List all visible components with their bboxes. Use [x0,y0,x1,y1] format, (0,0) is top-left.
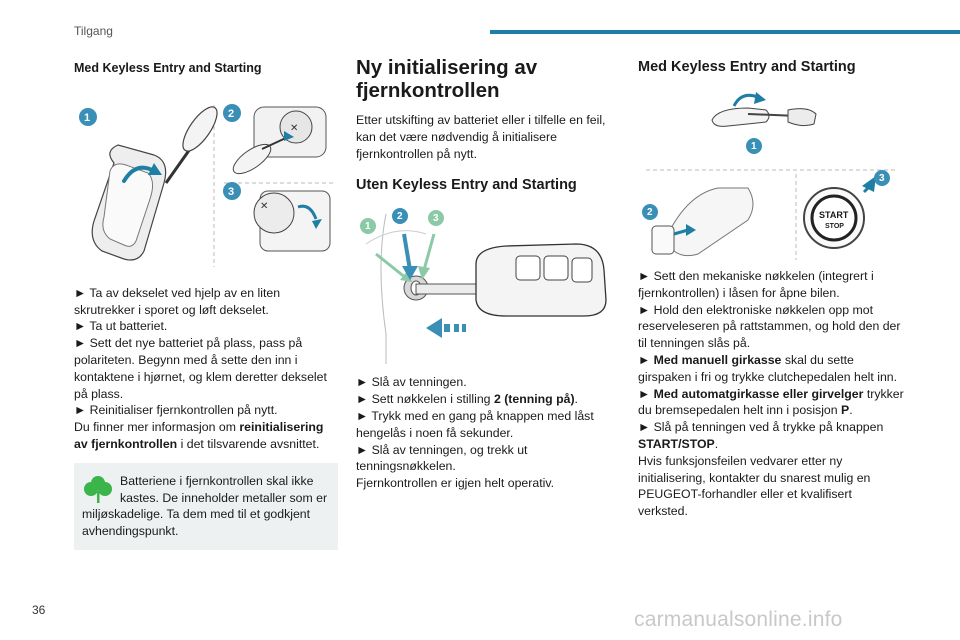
badge-2: 2 [228,107,235,120]
ignition-key-illustration [360,208,607,365]
step-line: ► Sett det nye batteriet på plass, pass … [74,336,303,351]
keyless-illustration [642,92,898,260]
watermark: carmanualsonline.info [634,608,843,631]
step-line: skrutrekker i sporet og løft dekselet. [74,302,269,317]
start-button-label: START [819,210,849,220]
keyless-figure: 1 2 3 START STOP [638,84,904,262]
section-label: Tilgang [74,24,113,38]
svg-text:✕: ✕ [290,123,298,134]
step-1: ► Sett den mekaniske nøkkelen (integrert… [638,269,874,300]
eco-notice-text: Batteriene i fjernkontrollen skal ikke k… [82,473,328,539]
step-line: polariteten. Begynn med å sette den inn … [74,352,298,367]
header-accent-bar [490,30,960,34]
closing-text: Hvis funksjonsfeilen vedvarer etter ny i… [638,453,871,519]
step-3: ► Med manuell girkasse skal du sette gir… [638,352,898,384]
reinit-link: reinitialisering av fjernkontrollen [74,420,324,451]
page-number: 36 [32,603,46,617]
step-2: ► Hold den elektroniske nøkkelen opp mot… [638,302,901,351]
badge-2: 2 [397,211,403,223]
step-line: ► Ta ut batteriet. [74,319,168,334]
remote-battery-illustration: ✕ ✕ [79,103,334,267]
section-heading: Med Keyless Entry and Starting [638,59,856,75]
column-reinitialisation: Ny initialisering av fjernkontrollen Ett… [356,56,620,492]
step-2: ► Sett nøkkelen i stilling 2 (tenning på… [356,392,578,407]
badge-3: 3 [228,185,235,198]
badge-3: 3 [879,173,885,184]
closing-text: Fjernkontrollen er igjen helt operativ. [356,476,554,491]
column-keyless-reinit: Med Keyless Entry and Starting 1 [638,56,904,520]
svg-text:✕: ✕ [260,201,268,212]
badge-1: 1 [751,141,757,152]
step-line: ► Ta av dekselet ved hjelp av en liten [74,285,281,300]
section-heading: Med Keyless Entry and Starting [74,61,262,75]
step-line: på plass. [74,386,124,401]
step-5: ► Slå på tenningen ved å trykke på knapp… [638,420,884,451]
badge-2: 2 [647,207,653,218]
battery-replacement-figure: ✕ ✕ 1 2 3 [74,91,338,271]
badge-1: 1 [84,111,91,124]
eco-notice-box: Batteriene i fjernkontrollen skal ikke k… [74,462,338,550]
subheading-no-keyless: Uten Keyless Entry and Starting [356,177,577,194]
stop-button-label: STOP [825,223,844,230]
eco-leaf-icon [84,475,112,503]
ignition-key-figure: 1 2 3 [356,204,612,365]
battery-steps: ► Ta av dekselet ved hjelp av en liten s… [74,285,338,453]
page-title: Ny initialisering av fjernkontrollen [356,56,538,102]
step-4: ► Slå av tenningen, og trekk ut tennings… [356,442,528,474]
badge-1: 1 [365,221,371,233]
intro-text: Etter utskifting av batteriet eller i ti… [356,113,606,161]
step-4: ► Med automatgirkasse eller girvelger tr… [638,386,904,418]
step-3: ► Trykk med en gang på knappen med låst … [356,408,594,440]
reinit-steps: ► Slå av tenningen. ► Sett nøkkelen i st… [356,374,620,492]
badge-3: 3 [433,213,439,225]
info-text: Du finner mer informasjon om reinitialis… [74,420,324,451]
column-battery-replacement: Med Keyless Entry and Starting ✕ ✕ [74,56,338,550]
step-line: kontaktene i hjørnet, og klem deretter d… [74,369,327,384]
step-1: ► Slå av tenningen. [356,375,467,390]
keyless-steps: ► Sett den mekaniske nøkkelen (integrert… [638,268,904,520]
step-line: ► Reinitialiser fjernkontrollen på nytt. [74,403,278,418]
